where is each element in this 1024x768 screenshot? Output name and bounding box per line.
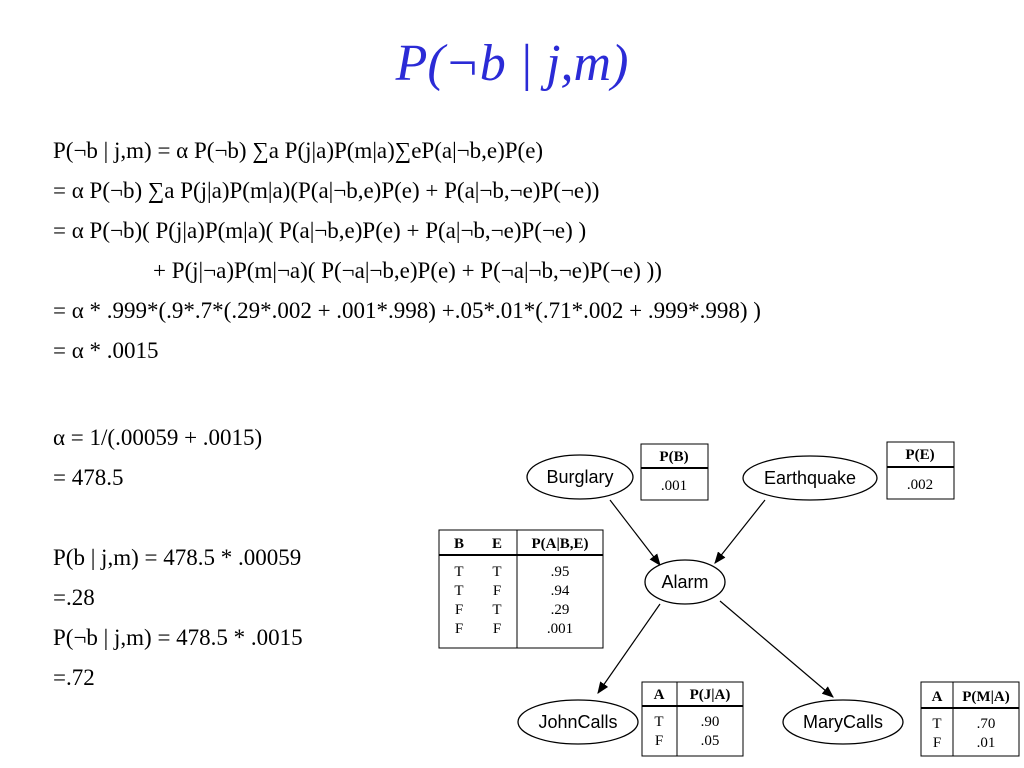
cpt-burglary-header: P(B) — [659, 449, 688, 465]
cpt-earthquake-header: P(E) — [905, 447, 934, 463]
result-line-3: P(¬b | j,m) = 478.5 * .0015 — [53, 625, 303, 650]
edge-alarm-johncalls — [597, 603, 661, 694]
cpt-marycalls-header-p: P(M|A) — [962, 689, 1009, 705]
node-marycalls: MaryCalls — [782, 699, 904, 745]
cpt-alarm: B E P(A|B,E) T T .95 T F .94 F T .29 F F… — [438, 529, 604, 649]
node-earthquake: Earthquake — [742, 455, 878, 501]
cpt-johncalls-header-a: A — [654, 687, 665, 703]
equation-line-6: = α * .0015 — [53, 338, 159, 363]
node-johncalls-label: JohnCalls — [538, 712, 617, 732]
edge-earthquake-alarm — [714, 499, 766, 564]
cpt-johncalls: A P(J|A) T .90 F .05 — [641, 681, 744, 757]
cpt-marycalls-cell: F — [933, 735, 941, 751]
result-line-4: =.72 — [53, 665, 95, 690]
cpt-marycalls: A P(M|A) T .70 F .01 — [920, 681, 1020, 757]
cpt-alarm-cell: T — [492, 602, 501, 618]
node-marycalls-label: MaryCalls — [803, 712, 883, 732]
cpt-alarm-cell: F — [455, 621, 463, 637]
cpt-burglary: P(B) .001 — [640, 443, 709, 501]
cpt-marycalls-cell: .01 — [977, 735, 996, 751]
cpt-earthquake-value: .002 — [907, 477, 933, 493]
result-line-1: P(b | j,m) = 478.5 * .00059 — [53, 545, 302, 570]
cpt-alarm-cell: T — [492, 564, 501, 580]
cpt-marycalls-cell: .70 — [977, 716, 996, 732]
cpt-johncalls-cell: F — [655, 733, 663, 749]
cpt-alarm-header-p: P(A|B,E) — [531, 536, 588, 552]
cpt-alarm-cell: .001 — [547, 621, 573, 637]
cpt-alarm-header-e: E — [492, 536, 502, 552]
cpt-burglary-value: .001 — [661, 478, 687, 494]
network-edges — [597, 499, 834, 698]
cpt-alarm-header-b: B — [454, 536, 464, 552]
edge-burglary-alarm — [609, 499, 661, 566]
node-burglary-label: Burglary — [546, 467, 613, 487]
node-burglary: Burglary — [526, 454, 634, 500]
cpt-alarm-cell: F — [455, 602, 463, 618]
cpt-marycalls-header-a: A — [932, 689, 943, 705]
cpt-johncalls-cell: .90 — [701, 714, 720, 730]
cpt-earthquake: P(E) .002 — [886, 441, 955, 500]
cpt-alarm-cell: T — [454, 583, 463, 599]
node-alarm-label: Alarm — [661, 572, 708, 592]
cpt-marycalls-cell: T — [932, 716, 941, 732]
cpt-johncalls-cell: T — [654, 714, 663, 730]
cpt-alarm-cell: .94 — [551, 583, 570, 599]
cpt-alarm-cell: .95 — [551, 564, 570, 580]
result-line-2: =.28 — [53, 585, 95, 610]
cpt-alarm-cell: .29 — [551, 602, 570, 618]
alpha-line-2: = 478.5 — [53, 465, 124, 490]
cpt-alarm-cell: F — [493, 583, 501, 599]
cpt-alarm-cell: F — [493, 621, 501, 637]
node-earthquake-label: Earthquake — [764, 468, 856, 488]
slide-title: P(¬b | j,m) — [395, 35, 629, 92]
cpt-alarm-cell: T — [454, 564, 463, 580]
equation-line-4: + P(j|¬a)P(m|¬a)( P(¬a|¬b,e)P(e) + P(¬a|… — [153, 258, 662, 283]
alpha-line-1: α = 1/(.00059 + .0015) — [53, 425, 263, 450]
equation-line-3: = α P(¬b)( P(j|a)P(m|a)( P(a|¬b,e)P(e) +… — [53, 218, 587, 243]
edge-alarm-marycalls — [719, 600, 834, 698]
node-johncalls: JohnCalls — [517, 699, 639, 745]
equation-line-5: = α * .999*(.9*.7*(.29*.002 + .001*.998)… — [53, 298, 761, 323]
node-alarm: Alarm — [644, 559, 726, 605]
cpt-johncalls-cell: .05 — [701, 733, 720, 749]
equation-line-1: P(¬b | j,m) = α P(¬b) ∑a P(j|a)P(m|a)∑eP… — [53, 138, 544, 163]
cpt-johncalls-header-p: P(J|A) — [690, 687, 731, 703]
equation-line-2: = α P(¬b) ∑a P(j|a)P(m|a)(P(a|¬b,e)P(e) … — [53, 178, 600, 203]
